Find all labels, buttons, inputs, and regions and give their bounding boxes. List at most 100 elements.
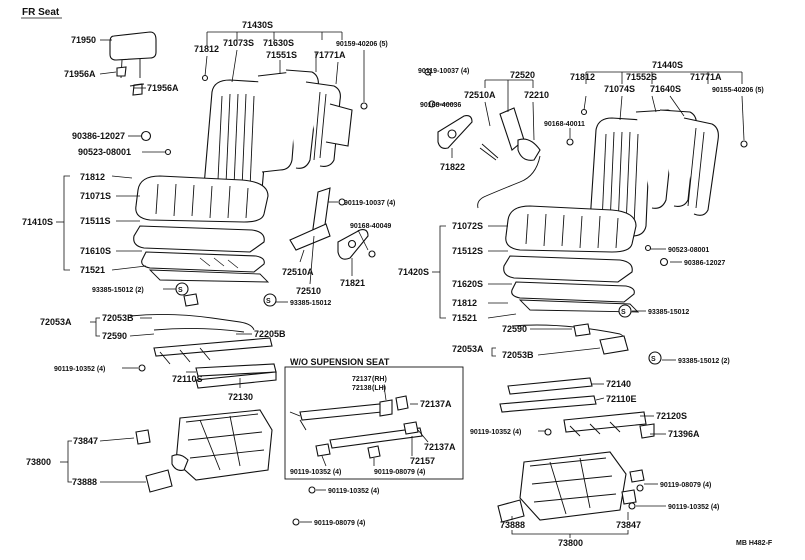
part-label: 90386-12027	[684, 260, 725, 267]
part-label: 71073S	[223, 38, 254, 48]
part-label: 90168-40049	[350, 223, 391, 230]
part-label: 90119-10352 (4)	[54, 366, 105, 373]
part-label: 72138	[352, 385, 372, 392]
part-label: 90119-08079 (4)	[314, 520, 365, 527]
part-label: 72140	[606, 379, 631, 389]
left-base-frame	[135, 409, 273, 493]
part-label: 73800	[558, 538, 583, 548]
part-label: 72120S	[656, 411, 687, 421]
left-seat-back	[203, 69, 353, 201]
part-label: 73888	[500, 520, 525, 530]
part-label: 90119-10352 (4)	[290, 469, 341, 476]
svg-text:S: S	[621, 309, 626, 316]
part-label: 90155-40206 (5)	[712, 87, 764, 94]
svg-text:S: S	[178, 287, 183, 294]
left-seat-cushion	[133, 175, 270, 283]
right-seat-cushion	[503, 205, 640, 313]
part-label: 71812	[570, 72, 595, 82]
svg-text:S: S	[651, 356, 656, 363]
part-label: 72110S	[172, 374, 203, 384]
left-adjuster	[129, 293, 277, 389]
part-label: 71396A	[668, 429, 700, 439]
part-label: 71072S	[452, 221, 483, 231]
part-label: 93385-15012	[648, 309, 689, 316]
part-label: 90119-10352 (4)	[668, 504, 719, 511]
part-label: 72210	[524, 90, 549, 100]
part-label: 73800	[26, 457, 51, 467]
part-label: 71771A	[690, 72, 722, 82]
lh-tag: (LH)	[372, 385, 386, 392]
right-seat-back	[589, 109, 719, 237]
part-label: 71812	[194, 44, 219, 54]
part-label: 90119-10037 (4)	[418, 68, 469, 75]
part-label: 71420S	[398, 267, 429, 277]
part-label: 90523-08001	[668, 247, 709, 254]
part-label: 72590	[102, 331, 127, 341]
part-label: 72205B	[254, 329, 286, 339]
part-label: 71440S	[652, 60, 683, 70]
right-base-frame	[497, 451, 645, 523]
part-label: 71610S	[80, 246, 111, 256]
footer-code: MB H482-F	[736, 540, 773, 547]
part-label: 71771A	[314, 50, 346, 60]
part-label: 72137A	[420, 399, 452, 409]
part-label: 72137	[352, 376, 372, 383]
part-label: 90119-08079 (4)	[374, 469, 425, 476]
part-label: 90119-08079 (4)	[660, 482, 711, 489]
part-label: 72520	[510, 70, 535, 80]
part-label: 93385-15012	[290, 300, 331, 307]
part-label: 72053A	[40, 317, 72, 327]
part-label: 72053A	[452, 344, 484, 354]
inset-title: W/O SUPENSION SEAT	[290, 357, 390, 367]
inset-box: W/O SUPENSION SEAT	[284, 357, 464, 480]
part-label: 71521	[80, 265, 105, 275]
part-label: 71071S	[80, 191, 111, 201]
part-label: 73888	[72, 477, 97, 487]
part-label: 71551S	[266, 50, 297, 60]
part-label: 93385-15012 (2)	[678, 358, 730, 365]
part-label: 73847	[73, 436, 98, 446]
headrest	[109, 31, 157, 96]
part-label: 72130	[228, 392, 253, 402]
part-label: 90119-10037 (4)	[344, 200, 395, 207]
part-label: 72053B	[502, 350, 534, 360]
part-label: 71640S	[650, 84, 681, 94]
part-label: 71956A	[64, 69, 96, 79]
part-label: 90159-40206 (5)	[336, 41, 388, 48]
part-label: 90386-12027	[72, 131, 125, 141]
part-label: 72510A	[464, 90, 496, 100]
diagram-title: FR Seat	[22, 7, 60, 18]
part-label: 90523-08001	[78, 147, 131, 157]
part-label: 71630S	[263, 38, 294, 48]
part-label: 71950	[71, 35, 96, 45]
part-label: 90119-10352 (4)	[470, 429, 521, 436]
part-label: 71956A	[147, 83, 179, 93]
svg-text:S: S	[266, 298, 271, 305]
part-label: 71410S	[22, 217, 53, 227]
part-label: 73847	[616, 520, 641, 530]
part-label: 90168-40011	[544, 121, 585, 128]
part-label: 71512S	[452, 246, 483, 256]
part-label: 72590	[502, 324, 527, 334]
left-seat-assembly	[109, 31, 353, 493]
part-label: 71521	[452, 313, 477, 323]
part-label: 72110E	[606, 394, 637, 404]
part-label: 71430S	[242, 20, 273, 30]
right-seat-assembly	[497, 109, 719, 523]
part-label: 71620S	[452, 279, 483, 289]
part-label: 72157	[410, 456, 435, 466]
recliner-parts	[289, 107, 541, 260]
part-label: 71821	[340, 278, 365, 288]
part-label: 72053B	[102, 313, 134, 323]
part-label: 72510A	[282, 267, 314, 277]
part-label: 93385-15012 (2)	[92, 287, 144, 294]
part-label: 72510	[296, 286, 321, 296]
part-label: 71812	[80, 172, 105, 182]
right-adjuster	[499, 323, 655, 439]
part-label: 90119-10352 (4)	[328, 488, 379, 495]
rh-tag: (RH)	[372, 376, 387, 383]
part-label: 90168-40036	[420, 102, 461, 109]
part-label: 71074S	[604, 84, 635, 94]
part-label: 72137A	[424, 442, 456, 452]
